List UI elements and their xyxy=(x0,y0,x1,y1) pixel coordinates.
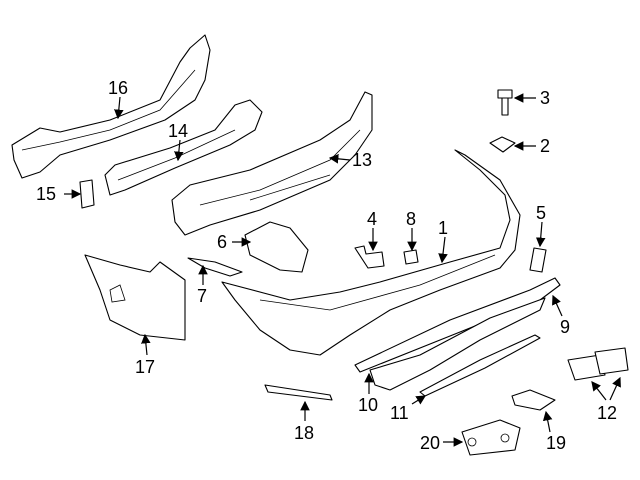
part-3-bolt xyxy=(497,89,513,116)
callout-16: 16 xyxy=(108,78,128,98)
part-18-reflector xyxy=(264,384,333,401)
callout-1: 1 xyxy=(438,218,448,238)
leader-lines xyxy=(64,93,621,447)
callout-10: 10 xyxy=(358,395,378,415)
part-10-diffuser xyxy=(369,297,546,391)
callout-3: 3 xyxy=(540,88,550,108)
part-20-bracket xyxy=(461,419,521,456)
part-9-trim xyxy=(354,277,561,373)
callout-14: 14 xyxy=(168,121,188,141)
callout-18: 18 xyxy=(294,423,314,443)
callout-15: 15 xyxy=(36,184,56,204)
part-1-bumper-cover xyxy=(221,149,521,356)
callout-17: 17 xyxy=(135,357,155,377)
callout-19: 19 xyxy=(546,433,566,453)
part-13-carrier xyxy=(171,91,373,236)
part-5-reflector xyxy=(529,247,547,273)
callout-labels: 1 2 3 4 5 6 7 8 9 10 11 12 13 14 15 16 1… xyxy=(36,78,617,453)
callout-5: 5 xyxy=(536,203,546,223)
callout-20: 20 xyxy=(420,433,440,453)
callout-9: 9 xyxy=(560,317,570,337)
callout-11: 11 xyxy=(390,403,409,423)
callout-4: 4 xyxy=(367,209,377,229)
part-15-clip xyxy=(79,179,95,209)
callout-13: 13 xyxy=(352,150,372,170)
part-8-nut xyxy=(403,249,419,265)
part-12-tips xyxy=(567,347,629,381)
part-19-module xyxy=(511,389,556,411)
part-4-bracket xyxy=(354,245,385,269)
part-7-seal xyxy=(187,257,243,277)
callout-2: 2 xyxy=(540,136,550,156)
callout-6: 6 xyxy=(217,232,227,252)
part-6-bracket xyxy=(244,221,309,273)
part-16-reinforcement xyxy=(11,34,211,179)
callout-8: 8 xyxy=(406,209,416,229)
part-17-panel xyxy=(84,254,186,341)
callout-7: 7 xyxy=(197,286,207,306)
part-2-nut xyxy=(489,136,516,153)
callout-12: 12 xyxy=(597,403,617,423)
